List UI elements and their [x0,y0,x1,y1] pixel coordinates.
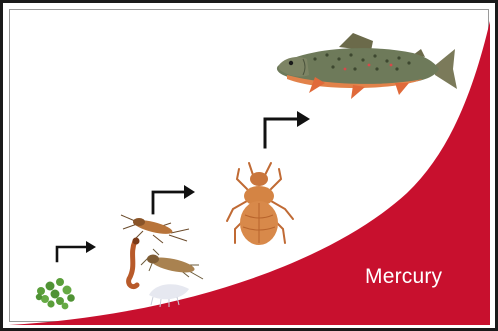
arrow-icon [153,185,195,213]
trout-icon [277,33,457,99]
arrow-icon [265,111,310,147]
insect-larvae-icon [121,215,203,307]
mercury-label: Mercury [365,265,442,289]
arrow-icon [57,241,96,261]
beetle-icon [227,163,293,245]
algae-icon [36,278,75,309]
